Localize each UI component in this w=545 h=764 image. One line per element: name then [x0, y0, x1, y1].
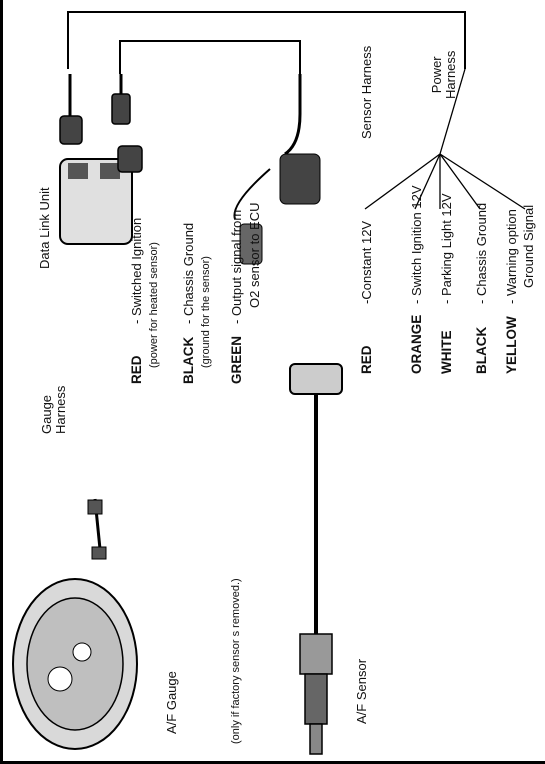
gauge-harness-illustration [87, 498, 107, 560]
power-wire-color-yellow: YELLOW [504, 316, 519, 374]
sensor-wire-color-green: GREEN [229, 335, 244, 384]
wire-top-outer [67, 11, 466, 69]
power-wire-color-black: BLACK [474, 326, 489, 374]
power-wire-desc-black: - Chassis Ground [474, 202, 489, 304]
frame-bottom-border [0, 761, 545, 764]
af-sensor-cable [289, 363, 343, 755]
af-sensor-label: A/F Sensor [354, 658, 369, 724]
power-wire-desc-orange: - Switch Ignition 12V [409, 185, 424, 304]
power-wire-desc-red: -Constant 12V [359, 220, 374, 304]
wire-top-inner [119, 40, 301, 74]
power-wire-desc-yellow: - Warning option [504, 209, 519, 304]
power-harness-label: Power Harness [429, 50, 459, 99]
sensor-wire-desc-green: - Output signal from [229, 209, 244, 324]
dlu-connectors [59, 74, 143, 173]
power-wire-color-red: RED [359, 345, 374, 374]
sensor-wire-color-black: BLACK [181, 336, 196, 384]
power-harness-fan [364, 68, 526, 210]
sensor-wire-desc-black: - Chassis Ground [181, 222, 196, 324]
power-wire-color-orange: ORANGE [409, 314, 424, 374]
frame-left-border [0, 0, 3, 764]
power-wire-sub-yellow: Ground Signal [521, 204, 536, 288]
power-wire-color-white: WHITE [439, 330, 454, 375]
af-gauge-illustration [12, 578, 138, 750]
sensor-wire-sub-black: (ground for the sensor) [200, 256, 212, 368]
power-wire-desc-white: - Parking Light 12V [439, 193, 454, 304]
gauge-harness-label: Gauge Harness [39, 385, 69, 434]
factory-sensor-note: (only if factory sensor s removed.) [230, 578, 242, 744]
sensor-wire-sub-red: (power for heated sensor) [148, 242, 160, 368]
af-gauge-label: A/F Gauge [164, 671, 179, 734]
sensor-wire-color-red: RED [129, 355, 144, 384]
sensor-harness-label: Sensor Harness [359, 45, 374, 139]
sensor-harness-cable [233, 74, 321, 265]
sensor-wire-desc-red: - Switched Ignition [129, 217, 144, 324]
sensor-wire-sub-green: O2 sensor to ECU [247, 202, 262, 309]
data-link-unit-illustration [59, 158, 133, 245]
data-link-unit-label: Data Link Unit [37, 187, 52, 269]
